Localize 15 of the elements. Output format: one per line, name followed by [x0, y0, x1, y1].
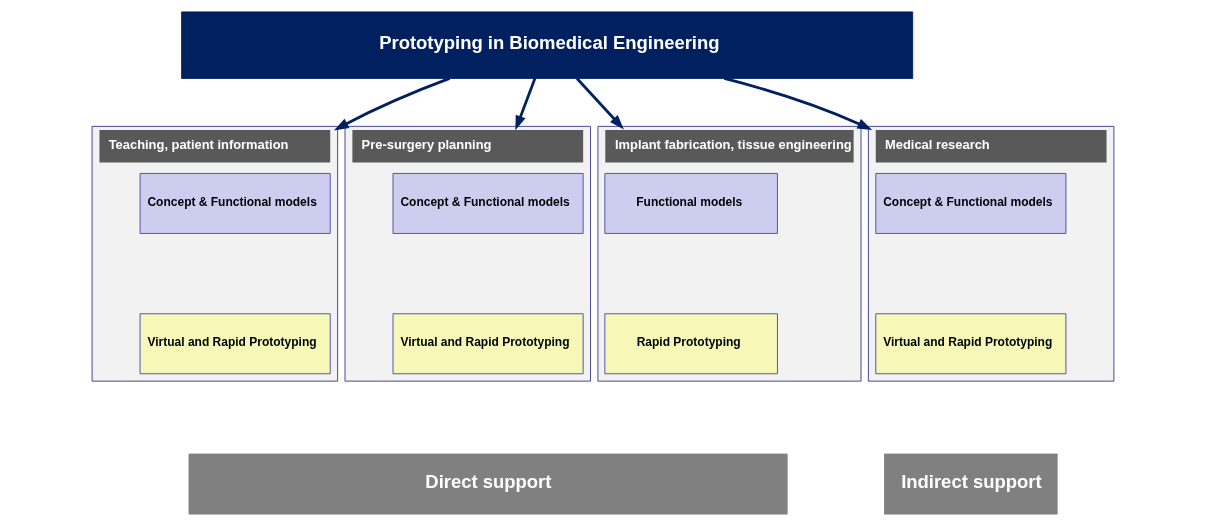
node-box: Concept & Functional models: [875, 173, 1067, 234]
node-box: Functional models: [604, 173, 778, 234]
node-box: Concept & Functional models: [392, 173, 584, 234]
arrow: [575, 77, 624, 130]
node-box: Concept & Functional models: [139, 173, 331, 234]
arrow: [515, 78, 537, 131]
node-box: Virtual and Rapid Prototyping: [139, 313, 331, 375]
node-box: Virtual and Rapid Prototyping: [875, 313, 1067, 375]
node-box: Virtual and Rapid Prototyping: [392, 313, 584, 375]
arrow: [723, 77, 873, 130]
arrow: [333, 77, 451, 131]
node-box: Rapid Prototyping: [604, 313, 778, 375]
node-box: Prototyping in Biomedical Engineering: [181, 11, 914, 79]
node-box: Indirect support: [884, 453, 1058, 515]
node-box: Direct support: [188, 453, 788, 515]
